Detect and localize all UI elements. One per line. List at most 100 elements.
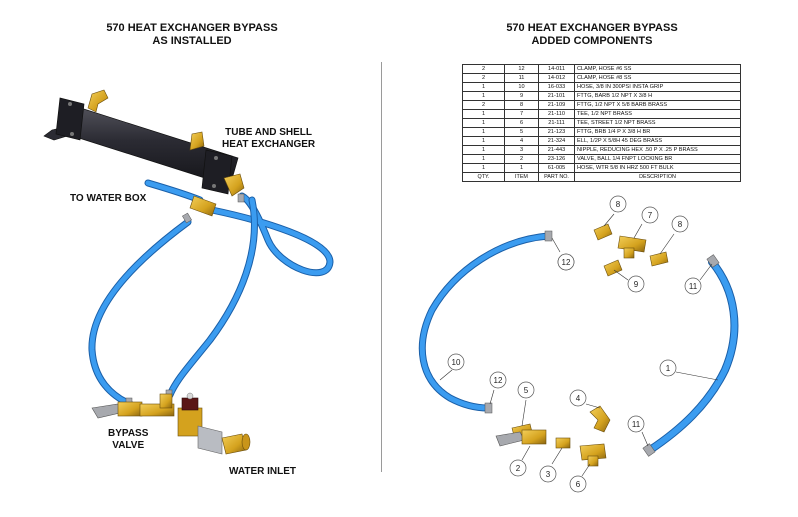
regulator-cap — [181, 397, 199, 411]
item-balloon-label: 5 — [524, 386, 529, 395]
end-cap-right — [201, 149, 233, 195]
item-balloon-label: 9 — [634, 280, 639, 289]
callout-heat-exchanger-line1: TUBE AND SHELL — [225, 127, 312, 138]
item-balloon — [609, 195, 627, 213]
street-tee-item-6-branch — [587, 455, 599, 467]
leader-line — [641, 431, 649, 447]
item-balloon — [641, 206, 659, 224]
leader-line — [613, 269, 629, 281]
ball-valve-item-2 — [521, 429, 547, 445]
callout-water-inlet: WATER INLET — [229, 466, 297, 477]
valve-handle-item-2 — [495, 431, 525, 447]
callout-bypass-valve: BYPASS VALVE — [108, 428, 148, 452]
right-title: 570 HEAT EXCHANGER BYPASS ADDED COMPONEN… — [492, 22, 692, 48]
top-port-fitting — [87, 89, 109, 113]
hose-clamp — [182, 212, 192, 224]
leader-line — [585, 403, 601, 409]
left-title-line1: 570 HEAT EXCHANGER BYPASS — [106, 22, 278, 34]
hose-item-10 — [419, 233, 551, 411]
clamp-item-11 — [706, 254, 720, 268]
heat-exchanger — [43, 89, 245, 197]
leader-line — [439, 369, 453, 381]
leader-line — [551, 447, 563, 465]
leader-line — [551, 237, 561, 253]
item-balloon — [509, 459, 527, 477]
item-balloon-label: 7 — [648, 211, 653, 220]
callout-bypass-valve-line2: VALVE — [112, 440, 145, 451]
item-balloon-label: 4 — [576, 394, 581, 403]
bolt — [214, 156, 218, 160]
leader-line — [633, 223, 643, 239]
leader-line — [675, 371, 719, 381]
item-balloon-label: 11 — [632, 420, 641, 429]
barb-item-8 — [593, 223, 613, 241]
street-tee-item-6 — [579, 443, 607, 461]
callout-heat-exchanger-line2: HEAT EXCHANGER — [222, 139, 316, 150]
item-balloon-label: 12 — [494, 376, 503, 385]
left-title-line2: AS INSTALLED — [152, 35, 232, 47]
item-balloon-label: 12 — [562, 258, 571, 267]
item-balloon-label: 1 — [666, 364, 671, 373]
inlet-coupling — [241, 433, 251, 451]
assembly-installed — [43, 89, 334, 455]
clamp-item-12 — [484, 402, 493, 414]
side-port-fitting — [189, 131, 205, 151]
leader-line — [521, 399, 527, 427]
bypass-valve-assembly — [91, 392, 251, 455]
leader-line — [659, 233, 675, 255]
hose-item-10-outline — [418, 232, 552, 412]
loop-hose-outline — [208, 192, 334, 277]
leader-line — [603, 213, 615, 227]
item-balloon — [671, 215, 689, 233]
bolt — [70, 132, 74, 136]
item-balloon — [659, 359, 677, 377]
bolt — [68, 102, 72, 106]
exploded-components: 1287812911101125411236 — [418, 195, 739, 493]
regulator-knob — [186, 392, 194, 400]
item-balloon-label: 10 — [452, 358, 461, 367]
callout-bypass-valve-line1: BYPASS — [108, 428, 149, 439]
item-balloon — [557, 253, 575, 271]
item-balloon — [569, 389, 587, 407]
item-balloon-label: 6 — [576, 480, 581, 489]
hose-clamp — [237, 193, 245, 203]
panel-divider — [381, 62, 382, 472]
right-title-line1: 570 HEAT EXCHANGER BYPASS — [506, 22, 678, 34]
elbow-item-4 — [589, 405, 611, 433]
item-balloon-label: 11 — [689, 282, 698, 291]
item-balloon — [517, 381, 535, 399]
bom-header-cell: DESCRIPTION — [574, 172, 741, 182]
item-balloon-label: 3 — [546, 470, 551, 479]
inlet-hose — [167, 197, 257, 398]
item-balloon — [684, 277, 702, 295]
leader-line — [489, 389, 495, 405]
loop-hose — [209, 193, 333, 276]
item-balloon-label: 2 — [516, 464, 521, 473]
item-balloon-label: 8 — [616, 200, 621, 209]
ball-valve-body — [117, 401, 143, 417]
end-cap-left — [55, 97, 85, 141]
hose-to-water-box — [145, 180, 203, 203]
callout-heat-exchanger: TUBE AND SHELL HEAT EXCHANGER — [222, 127, 315, 151]
right-title-line2: ADDED COMPONENTS — [531, 35, 653, 47]
leader-line — [521, 445, 531, 461]
item-balloon-label: 8 — [678, 220, 683, 229]
left-title: 570 HEAT EXCHANGER BYPASS AS INSTALLED — [92, 22, 292, 48]
bolt — [212, 184, 216, 188]
hose-item-1 — [647, 259, 738, 453]
lower-port-fitting — [223, 173, 245, 197]
clamp-item-12 — [544, 230, 553, 242]
barb-item-8 — [649, 251, 669, 267]
item-balloon — [539, 465, 557, 483]
leader-line — [581, 463, 591, 477]
tee-item-7-branch — [623, 247, 635, 259]
water-box-tee — [189, 195, 217, 217]
item-balloon — [627, 415, 645, 433]
clamp-item-11 — [642, 443, 656, 457]
leader-line — [699, 263, 713, 281]
